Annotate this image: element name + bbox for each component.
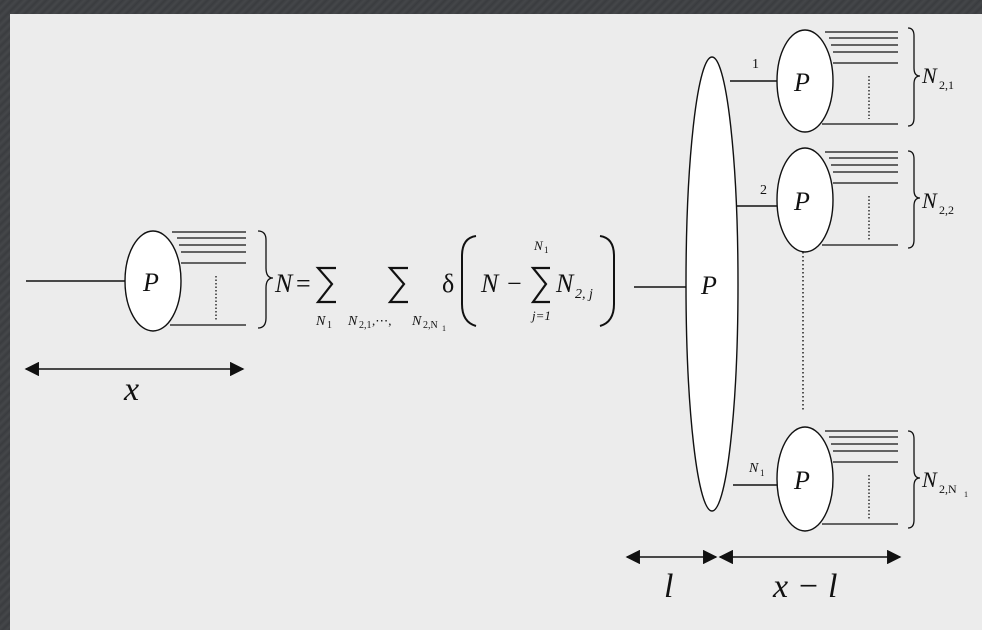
small-subtree-last: P N 2,N 1 <box>776 426 968 532</box>
right-paren <box>599 235 615 327</box>
sum1-sub-idx: 1 <box>327 320 332 331</box>
small-subtree-2: P N 2,2 <box>776 147 954 253</box>
sum2-sub-b-idx: 2,N <box>423 320 438 331</box>
brace-label-1: N <box>921 63 938 88</box>
brace-label-1-sub: 2,1 <box>939 78 954 92</box>
branch-label-last-idx: 1 <box>760 468 765 478</box>
left-brace <box>257 230 274 329</box>
branch-label-last: N <box>748 461 759 476</box>
sum2-sub-a: N <box>347 314 358 329</box>
formula-equals: = <box>296 269 311 298</box>
brace-label-last-sub: 2,N <box>939 482 957 496</box>
inner-sum-top: N <box>533 238 544 253</box>
formula: N = N 1 N 2,1 ,⋯, N 2,N 1 δ N − N 1 j=1 … <box>274 235 688 333</box>
x-width-label: x <box>123 371 139 408</box>
brace-label-2-sub: 2,2 <box>939 203 954 217</box>
left-output-lines <box>170 231 246 326</box>
brace-label-last: N <box>921 467 938 492</box>
right-tree: P 1 2 N 1 P N 2,1 <box>625 27 968 605</box>
formula-lhs: N <box>274 269 294 298</box>
brace-label-last-subsub: 1 <box>964 490 968 499</box>
left-node-label: P <box>142 268 159 297</box>
small-subtree-1: P N 2,1 <box>776 27 954 133</box>
sum2-sub-b-idx2: 1 <box>442 324 446 333</box>
left-subtree: P x <box>24 230 274 408</box>
small-node-2-label: P <box>793 187 810 216</box>
small-node-1 <box>776 29 834 133</box>
sum-symbol-1 <box>315 266 336 304</box>
inner-term-idx: 2, j <box>575 287 593 302</box>
sum2-sub-b: N <box>411 314 422 329</box>
big-node-label: P <box>700 271 717 300</box>
sum1-sub: N <box>315 314 326 329</box>
l-width-label: l <box>664 568 673 605</box>
inner-sum-bottom: j=1 <box>530 308 551 323</box>
xl-width-label: x − l <box>772 568 837 605</box>
sum2-sub-a-idx: 2,1 <box>359 320 372 331</box>
branch-label-1: 1 <box>752 57 759 72</box>
small-node-1-label: P <box>793 68 810 97</box>
inner-minus: − <box>507 269 522 298</box>
branch-lines <box>730 80 804 486</box>
small-node-last-label: P <box>793 466 810 495</box>
big-node <box>685 56 739 512</box>
inner-n: N <box>480 269 500 298</box>
sum-symbol-2 <box>387 266 408 304</box>
inner-sum-symbol <box>530 266 550 304</box>
inner-sum-top-idx: 1 <box>544 245 549 255</box>
sum2-sub-sep: ,⋯, <box>372 313 392 328</box>
branch-label-2: 2 <box>760 183 767 198</box>
left-node <box>124 230 182 332</box>
brace-label-2: N <box>921 188 938 213</box>
formula-delta: δ <box>442 269 454 298</box>
inner-term: N <box>555 269 575 298</box>
small-node-2 <box>776 147 834 253</box>
small-node-last <box>776 426 834 532</box>
left-paren <box>461 235 477 327</box>
